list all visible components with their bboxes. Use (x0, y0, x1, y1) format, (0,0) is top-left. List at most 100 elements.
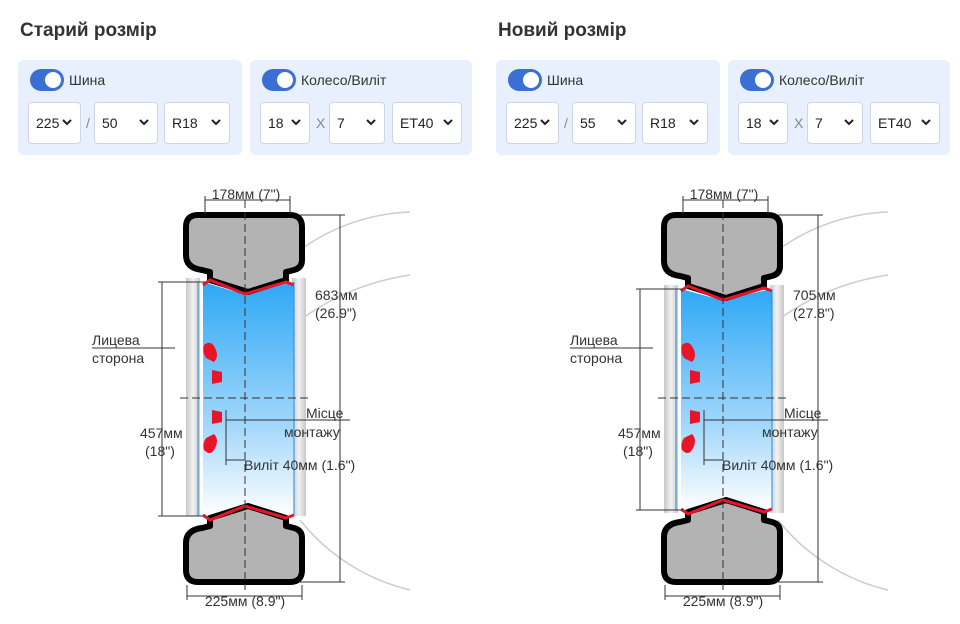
chevron-down-icon (844, 119, 854, 126)
wheel-card: Колесо/Виліт 18 X 7 ET40 (728, 60, 950, 155)
rim-diameter-mm: 457мм (618, 425, 661, 441)
wheel-card: Колесо/Виліт 18 X 7 ET40 (250, 60, 472, 155)
offset-label: Виліт 40мм (1.6") (722, 457, 833, 473)
chevron-down-icon (62, 119, 72, 126)
chevron-down-icon (617, 119, 627, 126)
mount-label: Місце (306, 405, 344, 421)
tire-separator: / (86, 115, 90, 131)
tire-tread-top (661, 212, 783, 301)
rim-spoke (203, 342, 217, 362)
wheel-toggle-row[interactable]: Колесо/Виліт (262, 69, 386, 91)
rim-diameter-in: (18") (623, 443, 653, 459)
tire-profile-select[interactable]: 55 (572, 102, 636, 144)
offset-label: Виліт 40мм (1.6") (244, 457, 355, 473)
mount-label: монтажу (284, 424, 340, 440)
chevron-down-icon (366, 119, 376, 126)
rim-body (681, 289, 772, 510)
tire-width-select[interactable]: 225 (28, 102, 81, 144)
toggle-knob (523, 72, 539, 88)
tire-rim-select[interactable]: R18 (642, 102, 708, 144)
toggle-knob (45, 72, 61, 88)
tire-sidewall (186, 278, 200, 516)
bottom-width-label: 225мм (8.9") (205, 593, 285, 609)
tire-toggle[interactable] (30, 69, 64, 91)
chevron-down-icon (211, 119, 221, 126)
outer-diameter-mm: 683мм (315, 287, 358, 303)
mount-label: монтажу (762, 424, 818, 440)
outer-diameter-mm: 705мм (793, 287, 836, 303)
wheel-offset-value: ET40 (400, 115, 434, 131)
tire-rim-value: R18 (650, 115, 676, 131)
tire-card: Шина 225 / 50 R18 (18, 60, 242, 155)
rim-spoke (690, 370, 700, 384)
tire-rim-value: R18 (172, 115, 198, 131)
wheel-offset-select[interactable]: ET40 (392, 102, 462, 144)
top-width-label: 178мм (7") (212, 186, 281, 202)
outer-diameter-in: (26.9") (315, 305, 357, 321)
tire-toggle[interactable] (508, 69, 542, 91)
tire-width-value: 225 (36, 115, 60, 131)
rim-body (203, 282, 294, 516)
face-side-label: Лицева (570, 332, 618, 348)
wheel-width-select[interactable]: 7 (807, 102, 863, 144)
wheel-outline-arc (299, 274, 411, 321)
chevron-down-icon (291, 119, 301, 126)
wheel-width-value: 7 (337, 115, 345, 131)
rim-spoke (681, 342, 695, 362)
chevron-down-icon (540, 119, 550, 126)
wheel-outline-arc (777, 211, 889, 251)
wheel-diagram: 178мм (7") 705мм (27.8") Лицева сторона … (570, 186, 889, 609)
face-side-label: сторона (92, 350, 144, 366)
wheel-offset-value: ET40 (878, 115, 912, 131)
rim-flange-top (202, 278, 295, 296)
panel-title: Старий розмір (20, 20, 157, 41)
wheel-diameter-select[interactable]: 18 (738, 102, 788, 144)
tire-separator: / (564, 115, 568, 131)
tire-sidewall (292, 278, 306, 516)
wheel-toggle-label: Колесо/Виліт (779, 72, 865, 88)
mount-label: Місце (784, 405, 822, 421)
chevron-down-icon (921, 119, 931, 126)
wheel-outline-arc (777, 274, 889, 321)
wheel-toggle-row[interactable]: Колесо/Виліт (740, 69, 864, 91)
tire-tread-top (183, 212, 305, 295)
tire-card: Шина 225 / 55 R18 (496, 60, 720, 155)
tire-toggle-row[interactable]: Шина (30, 69, 105, 91)
face-side-label: сторона (570, 350, 622, 366)
wheel-width-select[interactable]: 7 (329, 102, 385, 144)
wheel-toggle[interactable] (740, 69, 774, 91)
outer-diameter-in: (27.8") (793, 305, 835, 321)
wheel-diameter-select[interactable]: 18 (260, 102, 310, 144)
wheel-outline-arc (777, 519, 889, 591)
rim-diameter-mm: 457мм (140, 425, 183, 441)
wheel-width-value: 7 (815, 115, 823, 131)
chevron-down-icon (443, 119, 453, 126)
chevron-down-icon (689, 119, 699, 126)
panel-title: Новий розмір (498, 20, 627, 41)
rim-spoke (212, 370, 222, 384)
wheel-toggle[interactable] (262, 69, 296, 91)
old-size-panel: Старий розмір Шина 225 / 50 R18 Колесо/В… (18, 20, 472, 609)
tire-toggle-label: Шина (69, 72, 106, 88)
face-side-label: Лицева (92, 332, 140, 348)
rim-spoke (212, 410, 222, 424)
wheel-outline-arc (299, 519, 411, 591)
tire-rim-select[interactable]: R18 (164, 102, 230, 144)
rim-spoke (690, 410, 700, 424)
tire-sidewall (770, 285, 784, 513)
chevron-down-icon (139, 119, 149, 126)
tire-profile-select[interactable]: 50 (94, 102, 158, 144)
wheel-diameter-value: 18 (746, 115, 762, 131)
wheel-diagram: 178мм (7") 683мм (26.9") Лицева сторона … (92, 186, 411, 609)
wheel-outline-arc (299, 211, 411, 251)
rim-spoke (203, 434, 217, 453)
tire-toggle-label: Шина (547, 72, 584, 88)
wheel-separator: X (316, 115, 326, 131)
toggle-knob (755, 72, 771, 88)
wheel-toggle-label: Колесо/Виліт (301, 72, 387, 88)
wheel-offset-select[interactable]: ET40 (870, 102, 940, 144)
tire-profile-value: 50 (102, 115, 118, 131)
tire-width-value: 225 (514, 115, 538, 131)
tire-width-select[interactable]: 225 (506, 102, 559, 144)
tire-toggle-row[interactable]: Шина (508, 69, 583, 91)
